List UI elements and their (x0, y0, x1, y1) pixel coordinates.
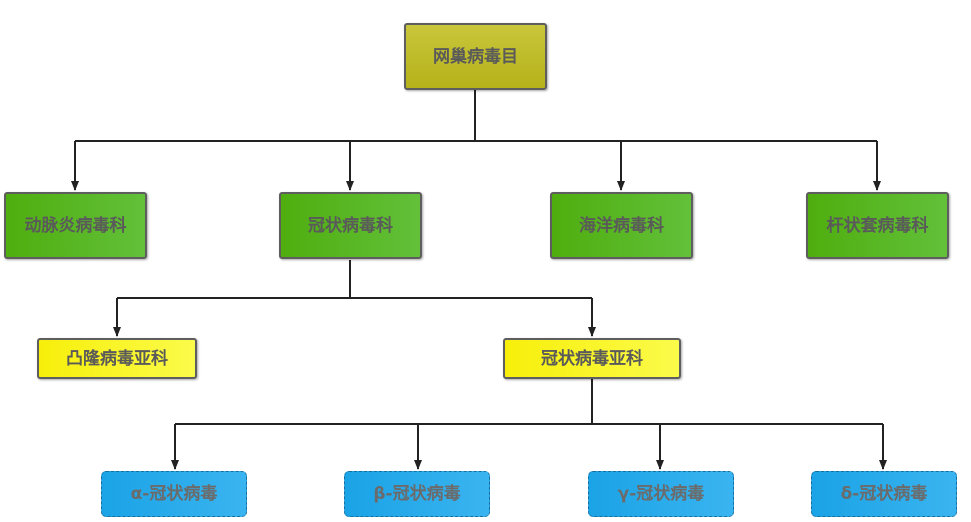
node-nidovirales-label: 网巢病毒目 (433, 46, 518, 67)
node-marine-virus-family: 海洋病毒科 (550, 192, 693, 259)
node-marine-virus-family-label: 海洋病毒科 (579, 215, 664, 236)
node-gamma-coronavirus-label: γ-冠状病毒 (617, 484, 705, 504)
node-alpha-coronavirus-label: α-冠状病毒 (130, 484, 218, 504)
connector-family-to-subfamilies (113, 260, 596, 337)
node-roniviridae: 杆状套病毒科 (806, 192, 949, 259)
node-gamma-coronavirus: γ-冠状病毒 (588, 471, 734, 517)
node-delta-coronavirus-label: δ-冠状病毒 (840, 484, 928, 504)
node-nidovirales: 网巢病毒目 (404, 23, 547, 90)
node-beta-coronavirus: β-冠状病毒 (344, 471, 490, 517)
node-torovirinae: 凸隆病毒亚科 (37, 338, 197, 379)
node-arteriviridae: 动脉炎病毒科 (4, 192, 147, 259)
node-coronaviridae-label: 冠状病毒科 (308, 215, 393, 236)
connector-subfamily-to-genera (171, 379, 887, 470)
node-alpha-coronavirus: α-冠状病毒 (101, 471, 247, 517)
node-coronavirinae: 冠状病毒亚科 (503, 338, 681, 379)
node-coronaviridae: 冠状病毒科 (279, 192, 422, 259)
node-roniviridae-label: 杆状套病毒科 (826, 215, 929, 236)
node-beta-coronavirus-label: β-冠状病毒 (373, 484, 461, 504)
node-delta-coronavirus: δ-冠状病毒 (811, 471, 957, 517)
node-arteriviridae-label: 动脉炎病毒科 (24, 215, 127, 236)
node-coronavirinae-label: 冠状病毒亚科 (541, 348, 643, 369)
connector-root-to-families (71, 90, 881, 191)
node-torovirinae-label: 凸隆病毒亚科 (66, 348, 168, 369)
